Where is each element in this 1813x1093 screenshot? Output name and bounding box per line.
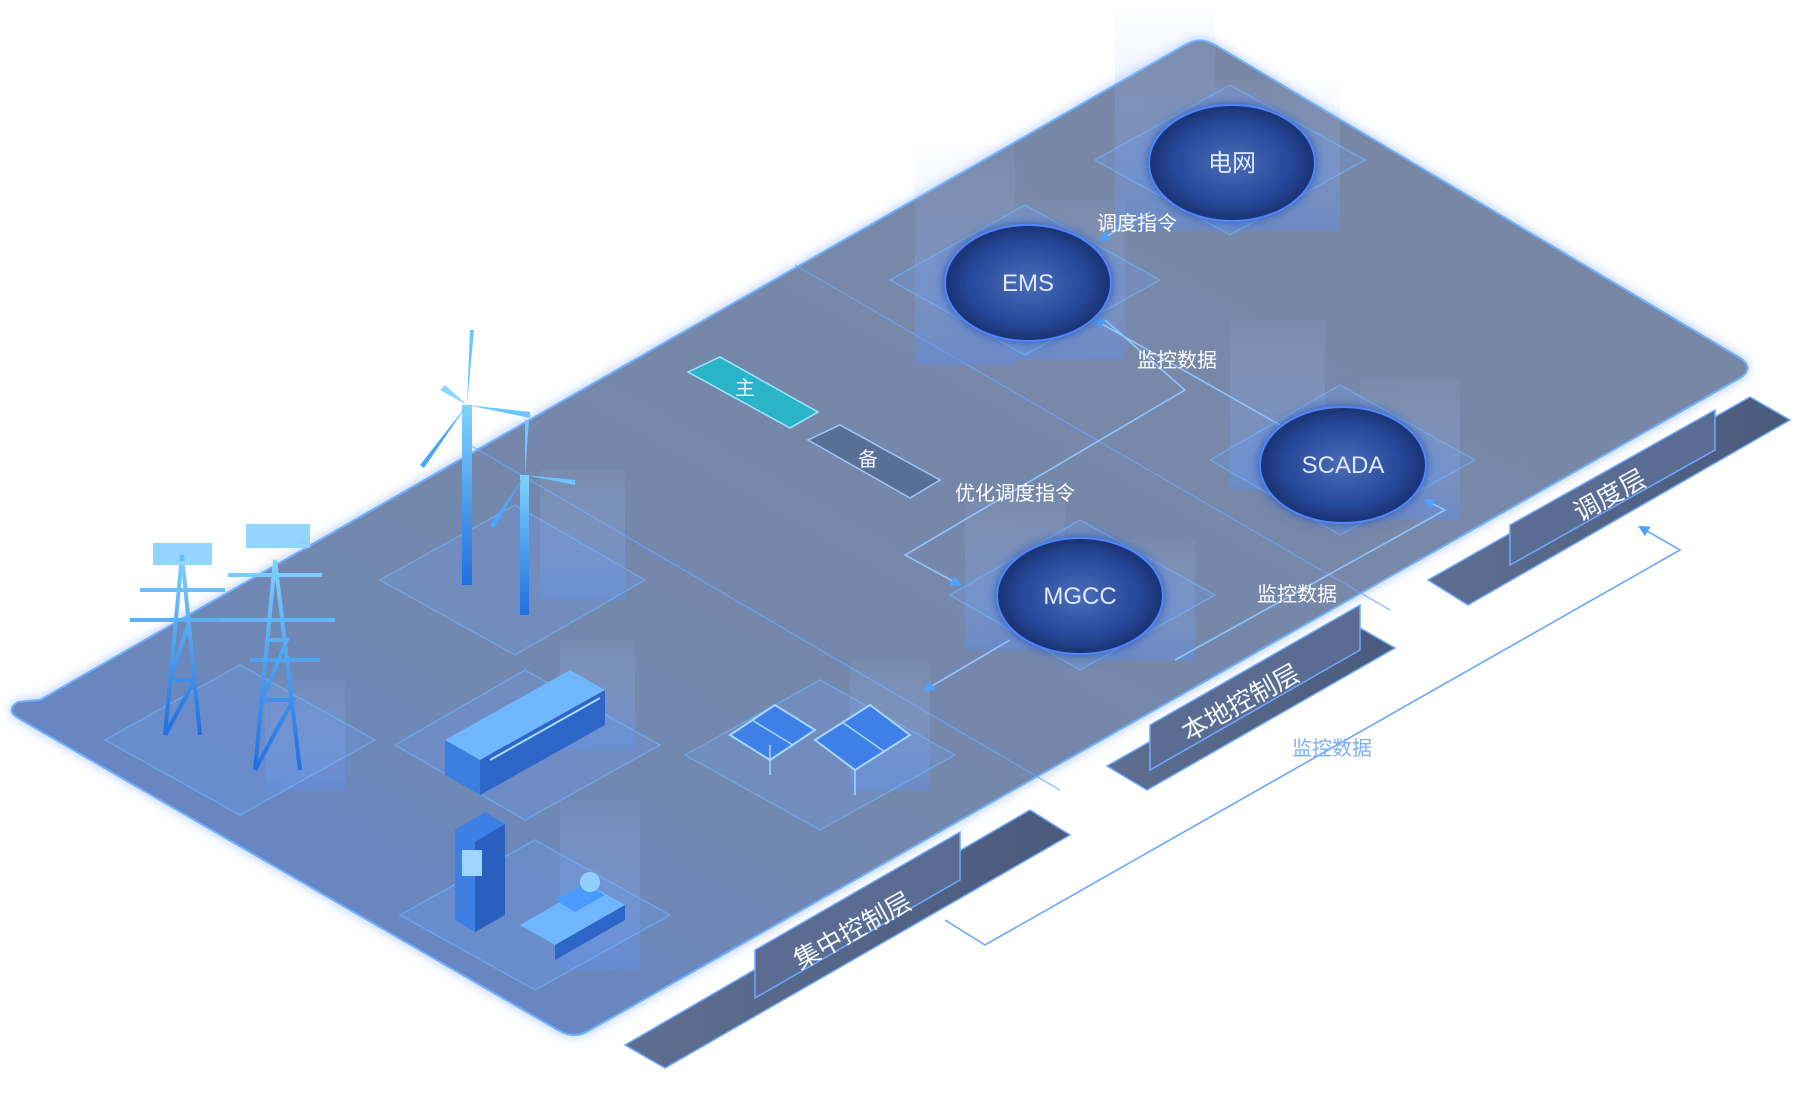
edge-label-dispatch-command: 调度指令 xyxy=(1097,211,1177,235)
connector-mgcc-equipment xyxy=(923,639,1011,692)
node-scada-label: SCADA xyxy=(1302,452,1385,479)
tag-main-label: 主 xyxy=(735,376,755,400)
node-ems: EMS xyxy=(944,224,1112,342)
node-grid: 电网 xyxy=(1148,104,1316,222)
tag-backup-label: 备 xyxy=(858,447,878,471)
layer-local-control: 本地控制层 xyxy=(1105,603,1397,791)
node-scada: SCADA xyxy=(1259,406,1427,524)
edge-label-monitor-data-cross: 监控数据 xyxy=(1292,736,1372,760)
tag-main: 主 xyxy=(686,356,820,429)
transmission-tower-icon xyxy=(130,524,335,771)
connector-mgcc-scada xyxy=(1174,498,1447,661)
edge-label-monitor-data-ems: 监控数据 xyxy=(1137,348,1217,372)
node-mgcc-label: MGCC xyxy=(1043,583,1116,610)
battery-storage-icon xyxy=(445,670,605,795)
node-ems-label: EMS xyxy=(1002,270,1054,297)
node-mgcc: MGCC xyxy=(996,537,1164,655)
solar-panel-icon xyxy=(728,703,912,795)
edge-label-monitor-data-mgcc: 监控数据 xyxy=(1257,582,1337,606)
layer-central-control: 集中控制层 xyxy=(623,809,1072,1069)
node-grid-label: 电网 xyxy=(1208,150,1256,177)
glass-pillar xyxy=(540,470,625,600)
tag-backup: 备 xyxy=(806,424,942,499)
edge-label-optimized-dispatch: 优化调度指令 xyxy=(955,481,1075,505)
connector-ems-mgcc xyxy=(903,319,1187,587)
wind-turbine-icon xyxy=(420,330,575,615)
connector-grid-ems xyxy=(1098,211,1151,242)
zone-divider-line xyxy=(794,264,1391,611)
ev-charger-icon xyxy=(455,812,505,932)
generator-icon xyxy=(520,872,625,960)
connectors xyxy=(903,211,1682,946)
connector-central-dispatch xyxy=(944,525,1682,946)
